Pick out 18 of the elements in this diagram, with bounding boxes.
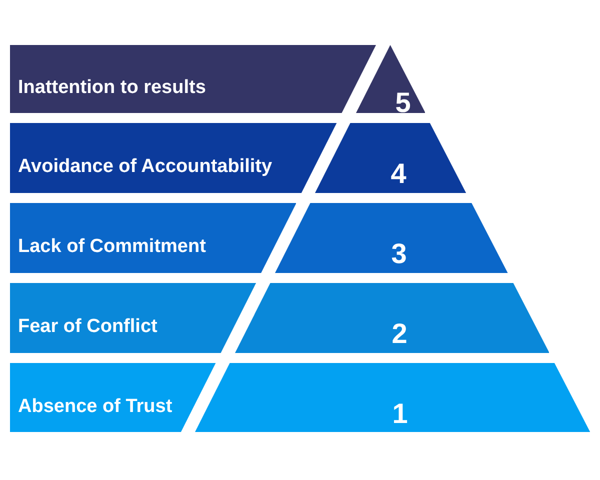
- pyramid-layer: [234, 283, 550, 353]
- level-label: Lack of Commitment: [18, 236, 206, 258]
- level-number: 2: [392, 318, 408, 350]
- pyramid-layer: [275, 203, 508, 273]
- pyramid-layer: [194, 363, 590, 432]
- level-band: [10, 203, 296, 273]
- level-label: Inattention to results: [18, 77, 206, 99]
- level-band: [10, 363, 216, 432]
- level-label: Fear of Conflict: [18, 316, 158, 338]
- level-band: [10, 283, 256, 353]
- level-number: 1: [392, 398, 408, 430]
- level-number: 5: [395, 87, 411, 119]
- pyramid-layer: [356, 45, 426, 113]
- level-label: Absence of Trust: [18, 396, 172, 418]
- level-number: 4: [390, 158, 406, 190]
- level-label: Avoidance of Accountability: [18, 156, 272, 178]
- pyramid-layer: [315, 123, 466, 193]
- level-number: 3: [391, 238, 407, 270]
